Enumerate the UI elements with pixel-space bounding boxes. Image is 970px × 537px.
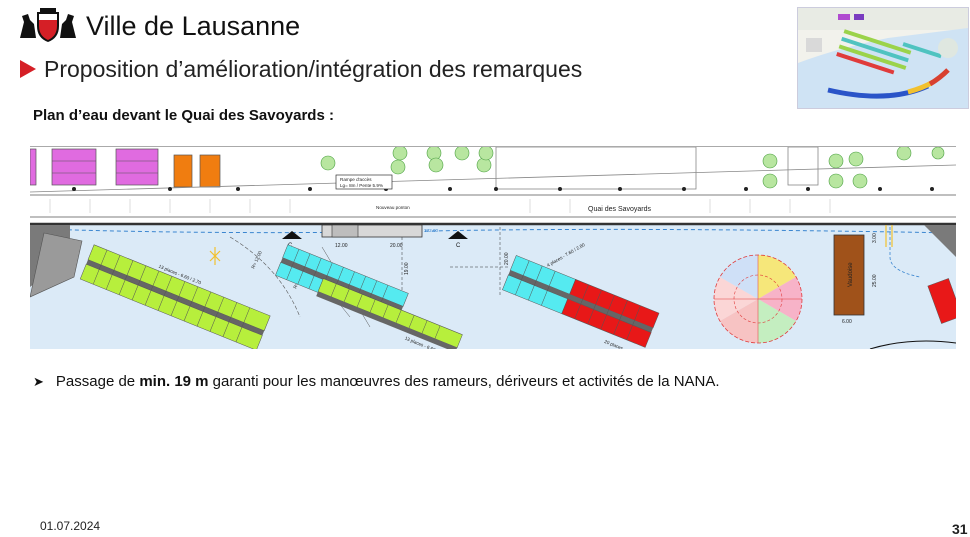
building-block [30,148,221,188]
dimension-label: 6.00 [842,319,852,325]
ramp-specs-label: Lg= 8m / Pente 5.9% [340,183,383,188]
bullet-suffix: garanti pour les manœuvres des rameurs, … [208,373,720,390]
slide-title-row: Proposition d’amélioration/intégration d… [20,53,582,85]
organization-name: Ville de Lausanne [86,11,301,41]
slide-title: Proposition d’amélioration/intégration d… [44,55,583,82]
arrow-bullet-icon: ➤ [33,373,44,389]
dimension-label: 3.00 [872,233,878,243]
slide-date: 01.07.2024 [40,519,101,533]
page-number: 31 [952,521,968,537]
pontoon-label: Nouveau ponton [376,205,410,210]
lake-plan-drawing: Quai des Savoyards Rampe d'accès Lg= 8m … [30,146,956,349]
triangle-bullet-icon [20,60,36,78]
section-title: Plan d’eau devant le Quai des Savoyards … [33,107,334,124]
dimension-label: 25.00 [872,274,878,287]
section-marker: C [456,243,461,249]
mooring-row-green: 13 places - 6.60 / 2.70 [79,244,271,349]
bullet-emphasis: min. 19 m [139,373,209,390]
bullet-prefix: Passage de [55,373,140,390]
places-label: 20 places [604,339,625,349]
dimension-label: 12.00 [335,243,348,249]
wind-rose-diagram [713,254,803,344]
street-label: Quai des Savoyards [588,206,652,213]
dimension-label: 20.00 [390,243,403,249]
mooring-row-red: 20 places [502,255,660,349]
overview-map-thumbnail [797,7,969,109]
tree-symbols [320,147,945,189]
ramp-label: Rampe d'accès [340,177,372,182]
level-label: 372.00 [424,228,438,233]
bullet-item: ➤ Passage de min. 19 m garanti pour les … [33,373,720,390]
dimension-label: 20.00 [504,252,510,265]
boat-label: Vaudoise [848,262,854,287]
city-coat-of-arms-logo [20,8,76,42]
dimension-label: 19.00 [404,262,410,275]
